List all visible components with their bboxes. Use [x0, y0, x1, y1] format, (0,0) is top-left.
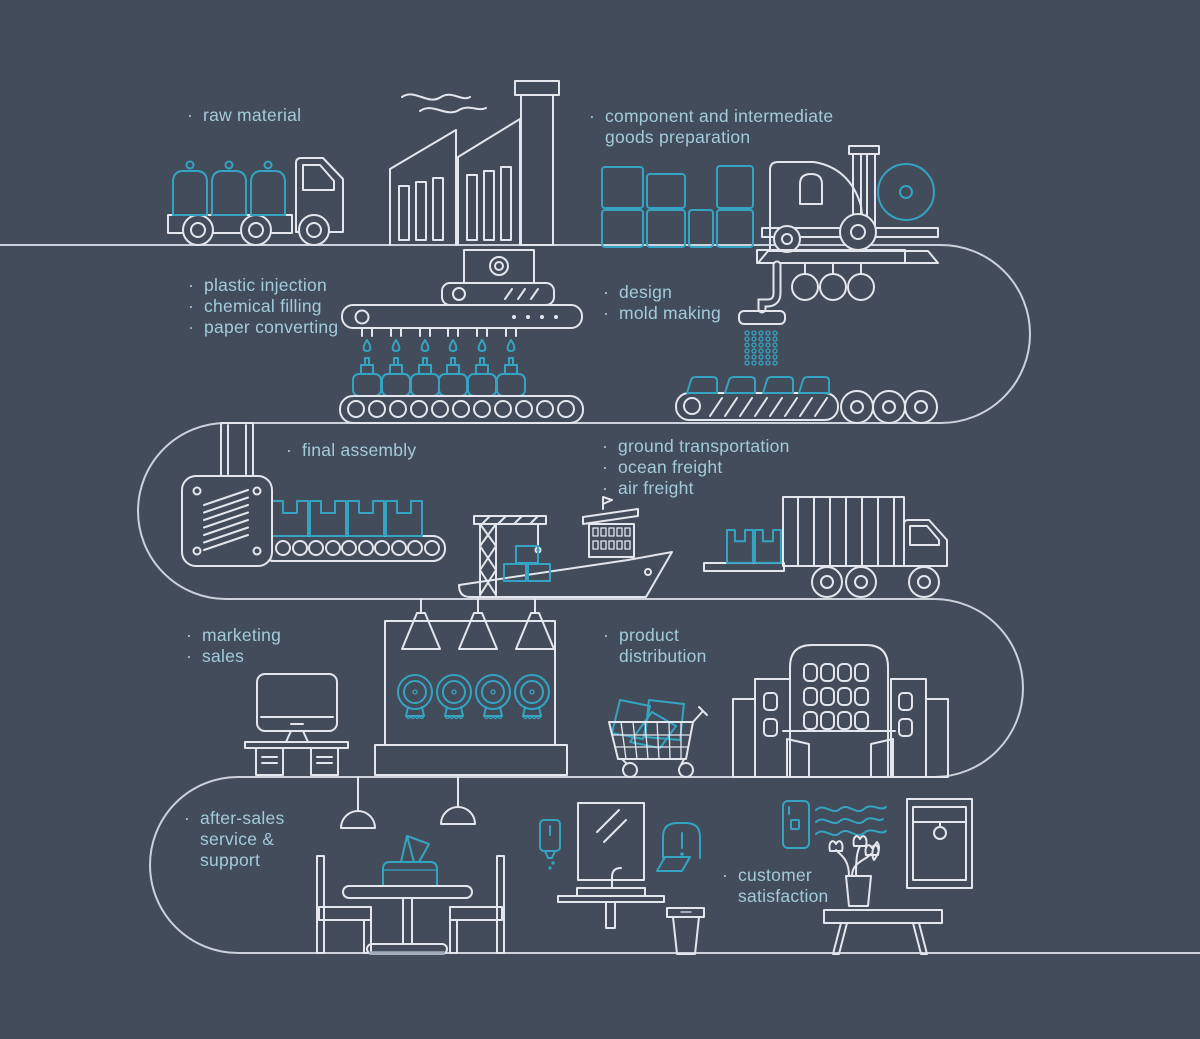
product-display-wall-icon [375, 599, 567, 775]
cart-packages [612, 700, 684, 748]
crates-stack-icon [602, 166, 753, 247]
trash-bin-icon [667, 908, 704, 954]
dining-table-chairs-icon [317, 836, 504, 955]
bullet: · [603, 282, 610, 302]
bullet: · [589, 106, 596, 126]
serpentine-path [0, 244, 1200, 954]
label-marketing: · marketing · sales [186, 625, 281, 667]
bullet: · [286, 440, 293, 460]
label-text: raw material [203, 105, 302, 125]
label-transport: · ground transportation · ocean freight · a… [602, 436, 790, 499]
bullet: · [188, 317, 195, 337]
label-text: air freight [618, 478, 694, 498]
bullet: · [602, 436, 609, 456]
label-text: mold making [619, 303, 721, 323]
bullet: · [602, 478, 609, 498]
bullet: · [184, 808, 191, 828]
label-distribution: · product distribution [603, 625, 707, 667]
label-text: ocean freight [618, 457, 723, 477]
raw-material-truck-icon [168, 158, 343, 245]
label-text: chemical filling [204, 296, 322, 316]
truck-wheels [183, 215, 329, 245]
scent-waves [816, 806, 886, 835]
label-after-sales: · after-sales service & support [184, 808, 284, 871]
showerhead-products [398, 675, 549, 719]
label-text: goods preparation [605, 127, 751, 147]
label-processing: · plastic injection · chemical filling · pa… [188, 275, 338, 338]
raw-material-tanks [173, 162, 285, 216]
pendant-lamps-icon [341, 777, 475, 828]
label-text: design [619, 282, 673, 302]
bullet: · [722, 865, 729, 885]
bullet: · [186, 646, 193, 666]
forklift-with-reel-icon [758, 146, 938, 263]
loading-boxes [727, 530, 781, 563]
bullet: · [188, 296, 195, 316]
spray-dots [745, 331, 777, 365]
stamping-press-icon [182, 423, 272, 566]
bottles [353, 358, 525, 396]
paper-towel-dispenser-icon [657, 823, 700, 871]
cargo-ship-icon [459, 497, 672, 597]
shopping-cart-icon [609, 700, 707, 777]
soap-dispenser-icon [540, 820, 560, 870]
bullet: · [187, 105, 194, 125]
ship-windows [593, 528, 630, 549]
liquid-droplets [364, 340, 515, 351]
assembly-rollers [276, 541, 439, 555]
delivery-truck-icon [704, 497, 947, 597]
label-final-assembly: · final assembly [286, 440, 416, 461]
shower-machine-icon [739, 250, 905, 365]
label-text: distribution [619, 646, 707, 666]
label-text: ground transportation [618, 436, 790, 456]
air-freshener-icon [783, 801, 886, 848]
bottle-conveyor-rollers [348, 401, 574, 417]
mirror-sink-icon [558, 803, 664, 928]
tissue-box [383, 836, 437, 886]
label-text: support [200, 850, 261, 870]
assembly-conveyor-icon [262, 501, 445, 561]
label-text: marketing [202, 625, 282, 645]
packed-boxes [272, 501, 422, 536]
label-text: sales [202, 646, 245, 666]
factory-icon [390, 81, 559, 245]
label-text: paper converting [204, 317, 339, 337]
bullet: · [603, 625, 610, 645]
label-text: customer [738, 865, 812, 885]
mold-conveyor-icon [676, 377, 937, 423]
ship-containers [504, 546, 550, 581]
flower-vase-bench-icon [824, 836, 942, 954]
paper-reel [878, 164, 934, 220]
bullet: · [603, 303, 610, 323]
nozzles [362, 328, 516, 336]
label-text: service & [200, 829, 275, 849]
factory-windows [399, 167, 511, 240]
shopping-mall-icon [733, 645, 948, 777]
label-customer-satisfaction: · customer satisfaction [722, 865, 829, 907]
label-text: after-sales [200, 808, 285, 828]
bullet: · [602, 457, 609, 477]
bottle-conveyor [340, 396, 583, 423]
label-component-goods: · component and intermediate goods prepar… [589, 106, 833, 148]
label-text: product [619, 625, 680, 645]
office-desk-monitor-icon [245, 674, 348, 775]
molded-parts [687, 377, 829, 393]
bullet: · [188, 275, 195, 295]
label-text: component and intermediate [605, 106, 834, 126]
bullet: · [186, 625, 193, 645]
picture-frame-icon [907, 799, 972, 888]
label-raw-material: · raw material [187, 105, 301, 126]
label-text: plastic injection [204, 275, 327, 295]
label-text: satisfaction [738, 886, 829, 906]
filling-machine-icon [340, 250, 583, 423]
mall-windows [804, 664, 868, 729]
label-text: final assembly [302, 440, 417, 460]
crane-icon [474, 516, 546, 595]
label-design: · design · mold making [603, 282, 721, 324]
